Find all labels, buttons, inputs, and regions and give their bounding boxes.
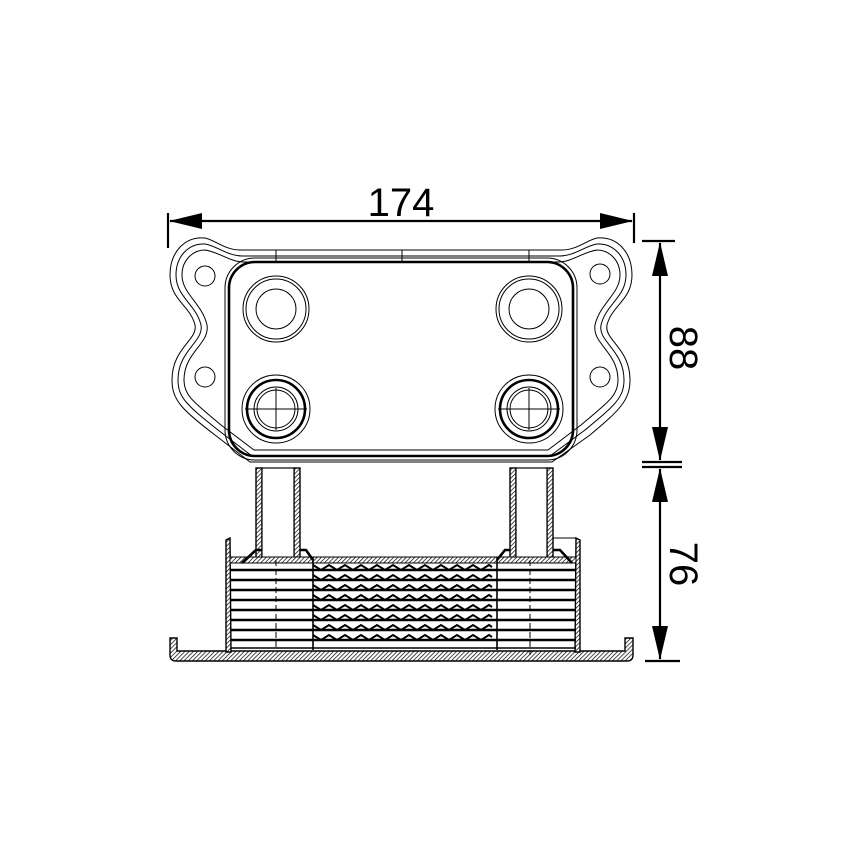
arrow-down-icon (652, 626, 668, 660)
dimension-label-depth: 88 (661, 326, 705, 371)
boss-right-r (553, 548, 573, 564)
dimension-label-height: 76 (661, 542, 705, 587)
arrow-right-icon (600, 213, 633, 229)
arrow-up-icon (652, 242, 668, 276)
arrow-down-icon (652, 427, 668, 461)
boss-right-l (495, 548, 510, 561)
side-wall-right (574, 536, 581, 653)
pipe-left (255, 467, 301, 561)
turbulator-fins (312, 563, 493, 642)
dimension-width: 174 (166, 181, 636, 248)
core-top-plate (229, 556, 577, 564)
plate-stack (231, 568, 576, 649)
flange-outline-outer (169, 237, 633, 463)
port-top-left (242, 275, 310, 343)
core-plate (227, 260, 575, 458)
mounting-hole-top-left (194, 265, 216, 287)
pipe-right (509, 467, 554, 561)
side-wall-left (225, 536, 232, 653)
boss-left-l (241, 548, 262, 564)
flange-outline-mid (175, 243, 627, 457)
port-bottom-left (241, 374, 311, 444)
core-plate-outline (224, 257, 578, 461)
boss-left-r (300, 548, 315, 561)
mounting-hole-bottom-right (589, 366, 611, 388)
arrow-left-icon (169, 213, 202, 229)
flange-outline-inner (181, 249, 621, 451)
mounting-hole-top-right (589, 263, 611, 285)
dimension-height: 76 (645, 468, 705, 663)
dimension-label-width: 174 (368, 181, 435, 225)
port-top-right (495, 275, 563, 343)
dimension-depth: 88 (642, 239, 705, 469)
port-bottom-right (494, 374, 564, 444)
top-view (169, 237, 633, 463)
side-view (169, 467, 634, 662)
base-plate (169, 637, 634, 662)
mounting-hole-bottom-left (194, 366, 216, 388)
arrow-up-icon (652, 468, 668, 502)
